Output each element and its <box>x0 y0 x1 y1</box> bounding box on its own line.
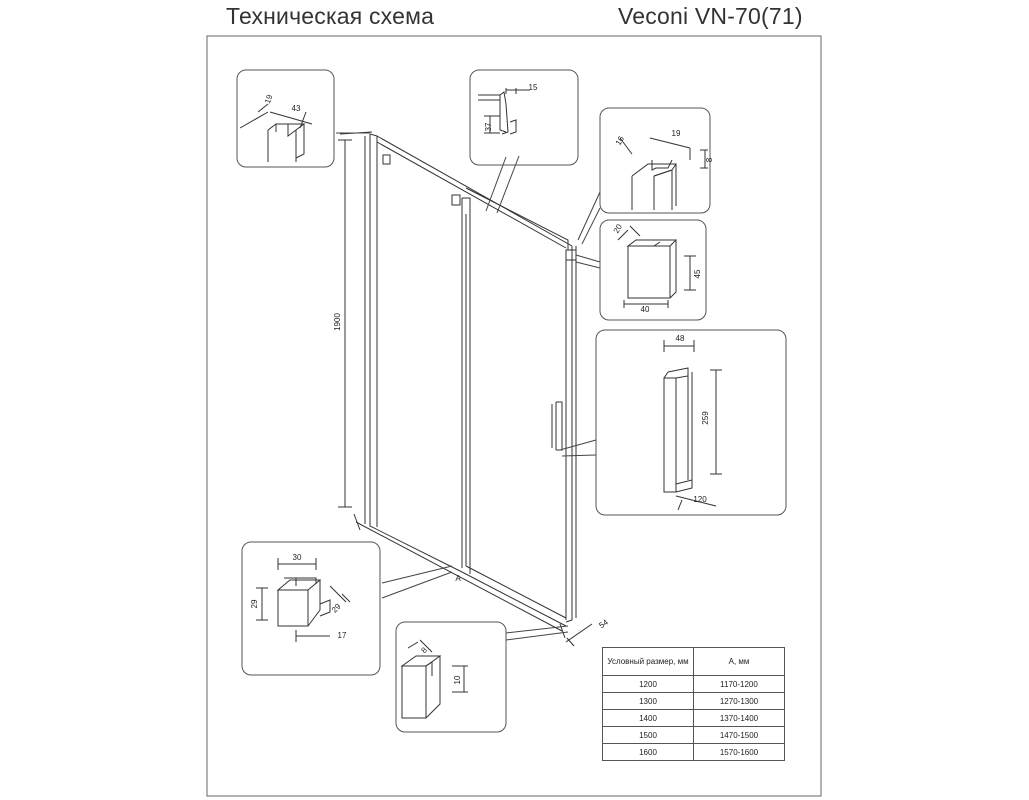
size-table: Условный размер, мм А, мм 1200 1170-1200… <box>602 647 785 761</box>
dim-15: 15 <box>529 83 538 92</box>
dim-43: 43 <box>292 104 301 113</box>
dim-a: A <box>455 574 461 583</box>
table-row: 1400 1370-1400 <box>602 709 785 727</box>
callout-top-middle-rail <box>469 69 579 166</box>
dim-19-top-left: 19 <box>263 93 275 105</box>
header-nominal-size: Условный размер, мм <box>602 647 694 676</box>
dim-1900: 1900 <box>333 313 342 331</box>
drawing-title: Техническая схема <box>226 3 435 29</box>
table-row: 1200 1170-1200 <box>602 675 785 693</box>
model-name: Veconi VN-70(71) <box>618 3 803 29</box>
dim-8-top-right: 8 <box>705 157 714 162</box>
dim-54: 54 <box>597 617 610 630</box>
dim-29-diagonal: 29 <box>330 602 343 615</box>
dim-48: 48 <box>676 334 685 343</box>
dim-40: 40 <box>641 305 650 314</box>
size-table-header: Условный размер, мм А, мм <box>602 647 785 676</box>
nominal-size-cell: 1200 <box>602 675 694 693</box>
shower-door-outline <box>339 131 577 627</box>
callout-hinge <box>241 541 381 676</box>
dim-19-top-right: 19 <box>672 129 681 138</box>
nominal-size-cell: 1500 <box>602 726 694 744</box>
dim-45: 45 <box>693 269 702 278</box>
header-a-mm: А, мм <box>693 647 785 676</box>
depth-dimension-line <box>565 623 593 647</box>
nominal-size-cell: 1300 <box>602 692 694 710</box>
nominal-size-cell: 1600 <box>602 743 694 761</box>
table-row: 1500 1470-1500 <box>602 726 785 744</box>
dim-8-profile: 8 <box>419 645 429 655</box>
a-range-cell: 1370-1400 <box>693 709 785 727</box>
dim-20: 20 <box>612 222 625 235</box>
a-range-cell: 1570-1600 <box>693 743 785 761</box>
dim-120: 120 <box>693 495 707 504</box>
dim-37: 37 <box>484 122 493 131</box>
a-range-cell: 1470-1500 <box>693 726 785 744</box>
height-dimension-line <box>338 139 352 508</box>
a-range-cell: 1270-1300 <box>693 692 785 710</box>
dim-259: 259 <box>701 411 710 425</box>
nominal-size-cell: 1400 <box>602 709 694 727</box>
callout-corner-box <box>599 219 707 321</box>
callout-top-right-profile <box>599 107 711 214</box>
table-row: 1300 1270-1300 <box>602 692 785 710</box>
table-row: 1600 1570-1600 <box>602 743 785 761</box>
a-range-cell: 1170-1200 <box>693 675 785 693</box>
dim-30: 30 <box>293 553 302 562</box>
callout-top-left-profile <box>236 69 335 168</box>
callout-leaders <box>336 132 601 641</box>
callout-bottom-profile <box>395 621 507 733</box>
dim-29-vertical: 29 <box>250 599 259 608</box>
dim-17: 17 <box>338 631 347 640</box>
dim-10: 10 <box>453 675 462 684</box>
dim-16: 16 <box>614 134 627 147</box>
callout-handle <box>595 329 787 516</box>
